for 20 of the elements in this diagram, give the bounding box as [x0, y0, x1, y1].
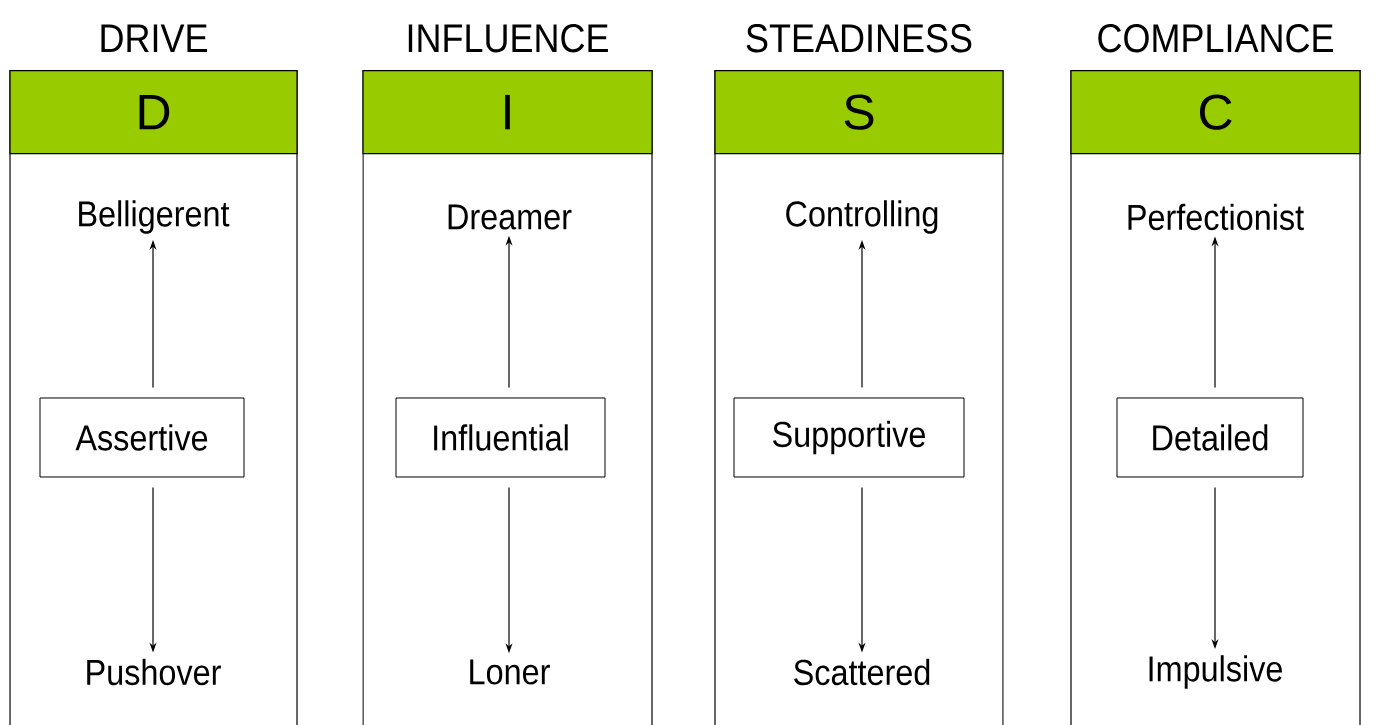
trait-box: Supportive	[733, 397, 965, 478]
outcome-label: Loner	[470, 659, 550, 685]
header-band: C	[1070, 70, 1361, 155]
node-label: STEADINESS	[746, 24, 972, 53]
outcome-label: Controlling	[786, 200, 938, 234]
outcome-label: Belligerent	[79, 200, 230, 234]
outcome-label: Dreamer	[448, 204, 572, 230]
outcome-label: Scattered	[794, 658, 930, 686]
trait-box: Detailed	[1116, 397, 1304, 478]
outcome-label: Impulsive	[1149, 655, 1282, 689]
header-band: I	[362, 70, 653, 155]
header-band: S	[714, 70, 1004, 155]
node-label: DRIVE	[101, 24, 207, 52]
outcome-label: Perfectionist	[1128, 203, 1304, 231]
node-label: COMPLIANCE	[1098, 24, 1333, 53]
trait-box: Influential	[395, 397, 606, 478]
header-band: D	[9, 70, 298, 155]
trait-box: Assertive	[39, 397, 245, 478]
outcome-label: Pushover	[87, 658, 221, 686]
node-label: INFLUENCE	[408, 24, 608, 53]
